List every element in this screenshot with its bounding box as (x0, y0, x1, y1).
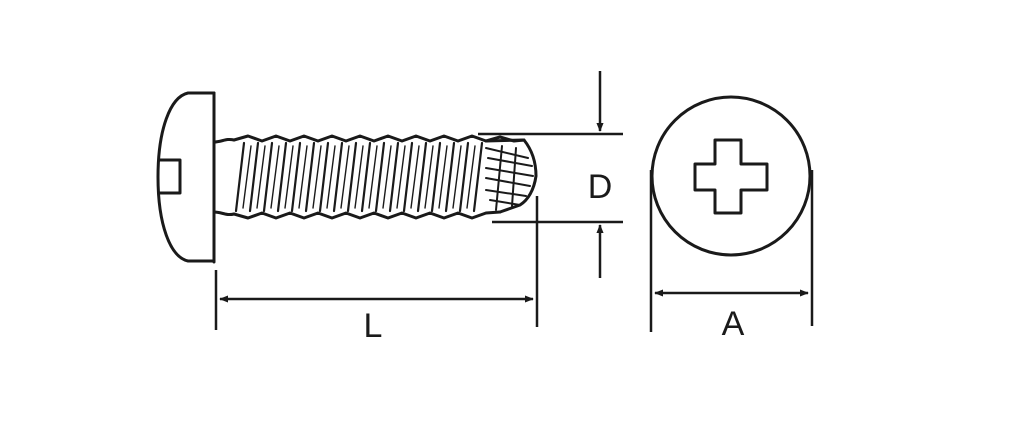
phillips-cross-icon (693, 138, 769, 215)
screw-side-view (156, 91, 538, 264)
length-label: L (364, 307, 383, 345)
head-width-dimension (649, 170, 814, 332)
head-width-label: A (722, 305, 745, 343)
diameter-dimension (478, 71, 623, 278)
tip-flutes (485, 145, 534, 211)
screw-tip (484, 138, 538, 214)
head-slot (158, 158, 182, 195)
thread-roots (242, 145, 476, 209)
screw-head (156, 91, 216, 263)
thread-crests (234, 141, 484, 213)
head-outline-circle (650, 95, 812, 257)
length-dimension (214, 196, 539, 330)
screw-head-top-view (650, 95, 812, 257)
diameter-label: D (588, 168, 613, 206)
thread-outline-bottom (232, 210, 502, 220)
thread-outline-top (232, 134, 526, 143)
shank-neck (212, 137, 236, 217)
